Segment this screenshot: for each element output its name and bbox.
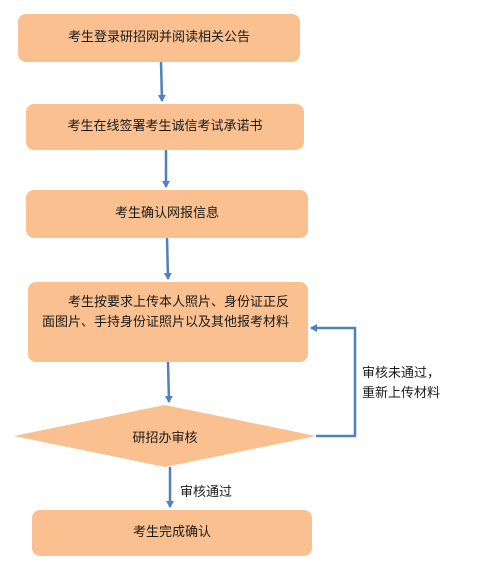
step-label: 考生在线签署考生诚信考试承诺书 — [67, 119, 263, 134]
step-label: 研招办审核 — [132, 430, 198, 446]
arrow-step3-to-step4 — [163, 237, 172, 280]
edge-label-line: 审核通过 — [180, 485, 233, 500]
arrow-step4-to-review — [164, 361, 173, 403]
edge-label-review-failed: 审核未通过， 重新上传材料 — [362, 364, 440, 404]
step-label: 考生登录研招网并阅读相关公告 — [67, 30, 250, 45]
edge-label-line: 重新上传材料 — [362, 386, 441, 401]
step-sign-integrity-pledge: 考生在线签署考生诚信考试承诺书 — [26, 104, 304, 150]
step-upload-materials: 考生按要求上传本人照片、身份证正反面图片、手持身份证照片以及其他报考材料 — [28, 282, 308, 362]
edge-label-review-passed: 审核通过 — [180, 483, 232, 503]
step-label: 考生确认网报信息 — [114, 206, 219, 221]
step-confirm-registration-info: 考生确认网报信息 — [26, 190, 308, 238]
step-login-read-notice: 考生登录研招网并阅读相关公告 — [18, 14, 300, 62]
step-confirmation-complete: 考生完成确认 — [32, 510, 312, 556]
review-decision-label: 研招办审核 — [14, 405, 316, 467]
review-decision-diamond — [14, 405, 316, 467]
arrow-step1-to-step2 — [157, 61, 166, 102]
step-label: 考生按要求上传本人照片、身份证正反面图片、手持身份证照片以及其他报考材料 — [42, 295, 290, 330]
step-label: 考生完成确认 — [132, 525, 211, 540]
edge-label-line: 审核未通过， — [362, 366, 441, 381]
arrow-review-fail-loop — [310, 324, 357, 438]
